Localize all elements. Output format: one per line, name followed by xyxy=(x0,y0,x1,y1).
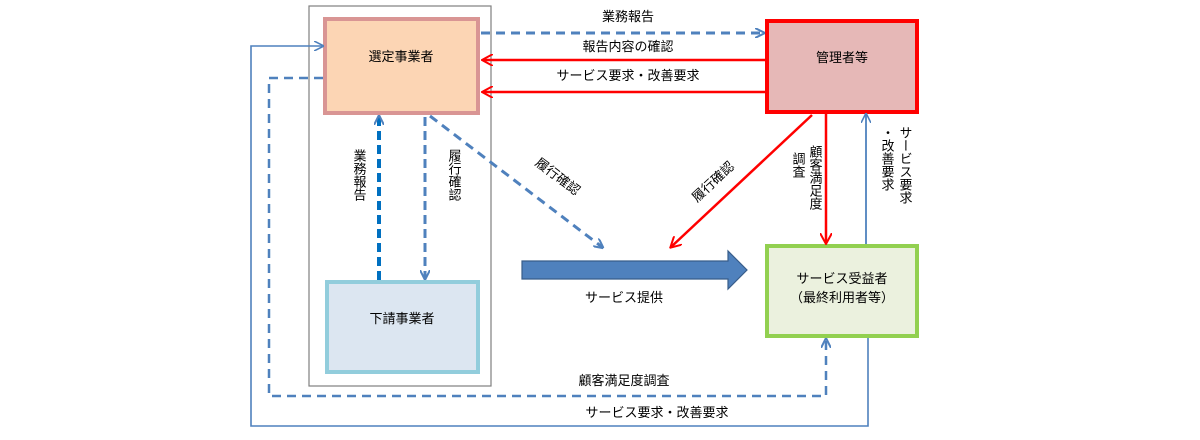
label-service-request-top: サービス要求・改善要求 xyxy=(556,68,699,84)
arrow-satisfaction-survey-bottom xyxy=(267,76,826,398)
subcontractor-label: 下請事業者 xyxy=(369,311,434,327)
beneficiary-box: サービス受益者 （最終利用者等） xyxy=(765,244,919,338)
label-service-request-bottom: サービス要求・改善要求 xyxy=(585,405,728,421)
label-business-report-vertical: 業務報告 xyxy=(351,148,367,201)
label-satisfaction-survey-vertical: 顧客満足度 調査 xyxy=(790,145,823,210)
svg-text:サービス要求: サービス要求 xyxy=(897,126,913,204)
manager-label: 管理者等 xyxy=(816,50,868,66)
svg-text:調査: 調査 xyxy=(790,152,806,178)
svg-text:業務報告: 業務報告 xyxy=(351,148,367,201)
svg-text:・改善要求: ・改善要求 xyxy=(879,126,895,191)
service-provision-arrow xyxy=(521,249,748,291)
svg-text:履行確認: 履行確認 xyxy=(446,149,462,201)
arrow-performance-check-diagonal-right xyxy=(671,114,813,247)
label-report-confirm: 報告内容の確認 xyxy=(582,39,673,55)
label-service-provision: サービス提供 xyxy=(585,290,663,306)
label-performance-check-diag-left: 履行確認 xyxy=(532,155,583,199)
selected-contractor-label: 選定事業者 xyxy=(368,49,433,65)
arrow-service-request-bottom xyxy=(250,46,869,427)
beneficiary-label-line2: （最終利用者等） xyxy=(790,290,894,306)
selected-contractor-box: 選定事業者 xyxy=(323,17,480,115)
subcontractor-box: 下請事業者 xyxy=(325,280,480,374)
beneficiary-label-line1: サービス受益者 xyxy=(796,272,887,287)
label-business-report-top: 業務報告 xyxy=(602,9,654,25)
label-performance-check-vertical: 履行確認 xyxy=(446,149,462,201)
svg-text:顧客満足度: 顧客満足度 xyxy=(807,145,823,210)
manager-box: 管理者等 xyxy=(765,19,919,114)
contractor-group-frame xyxy=(308,5,492,387)
label-satisfaction-survey-bottom: 顧客満足度調査 xyxy=(578,373,669,389)
label-service-request-vertical: サービス要求 ・改善要求 xyxy=(879,126,913,204)
label-performance-check-diag-right: 履行確認 xyxy=(689,158,738,205)
arrow-performance-check-diagonal-left xyxy=(429,114,602,247)
